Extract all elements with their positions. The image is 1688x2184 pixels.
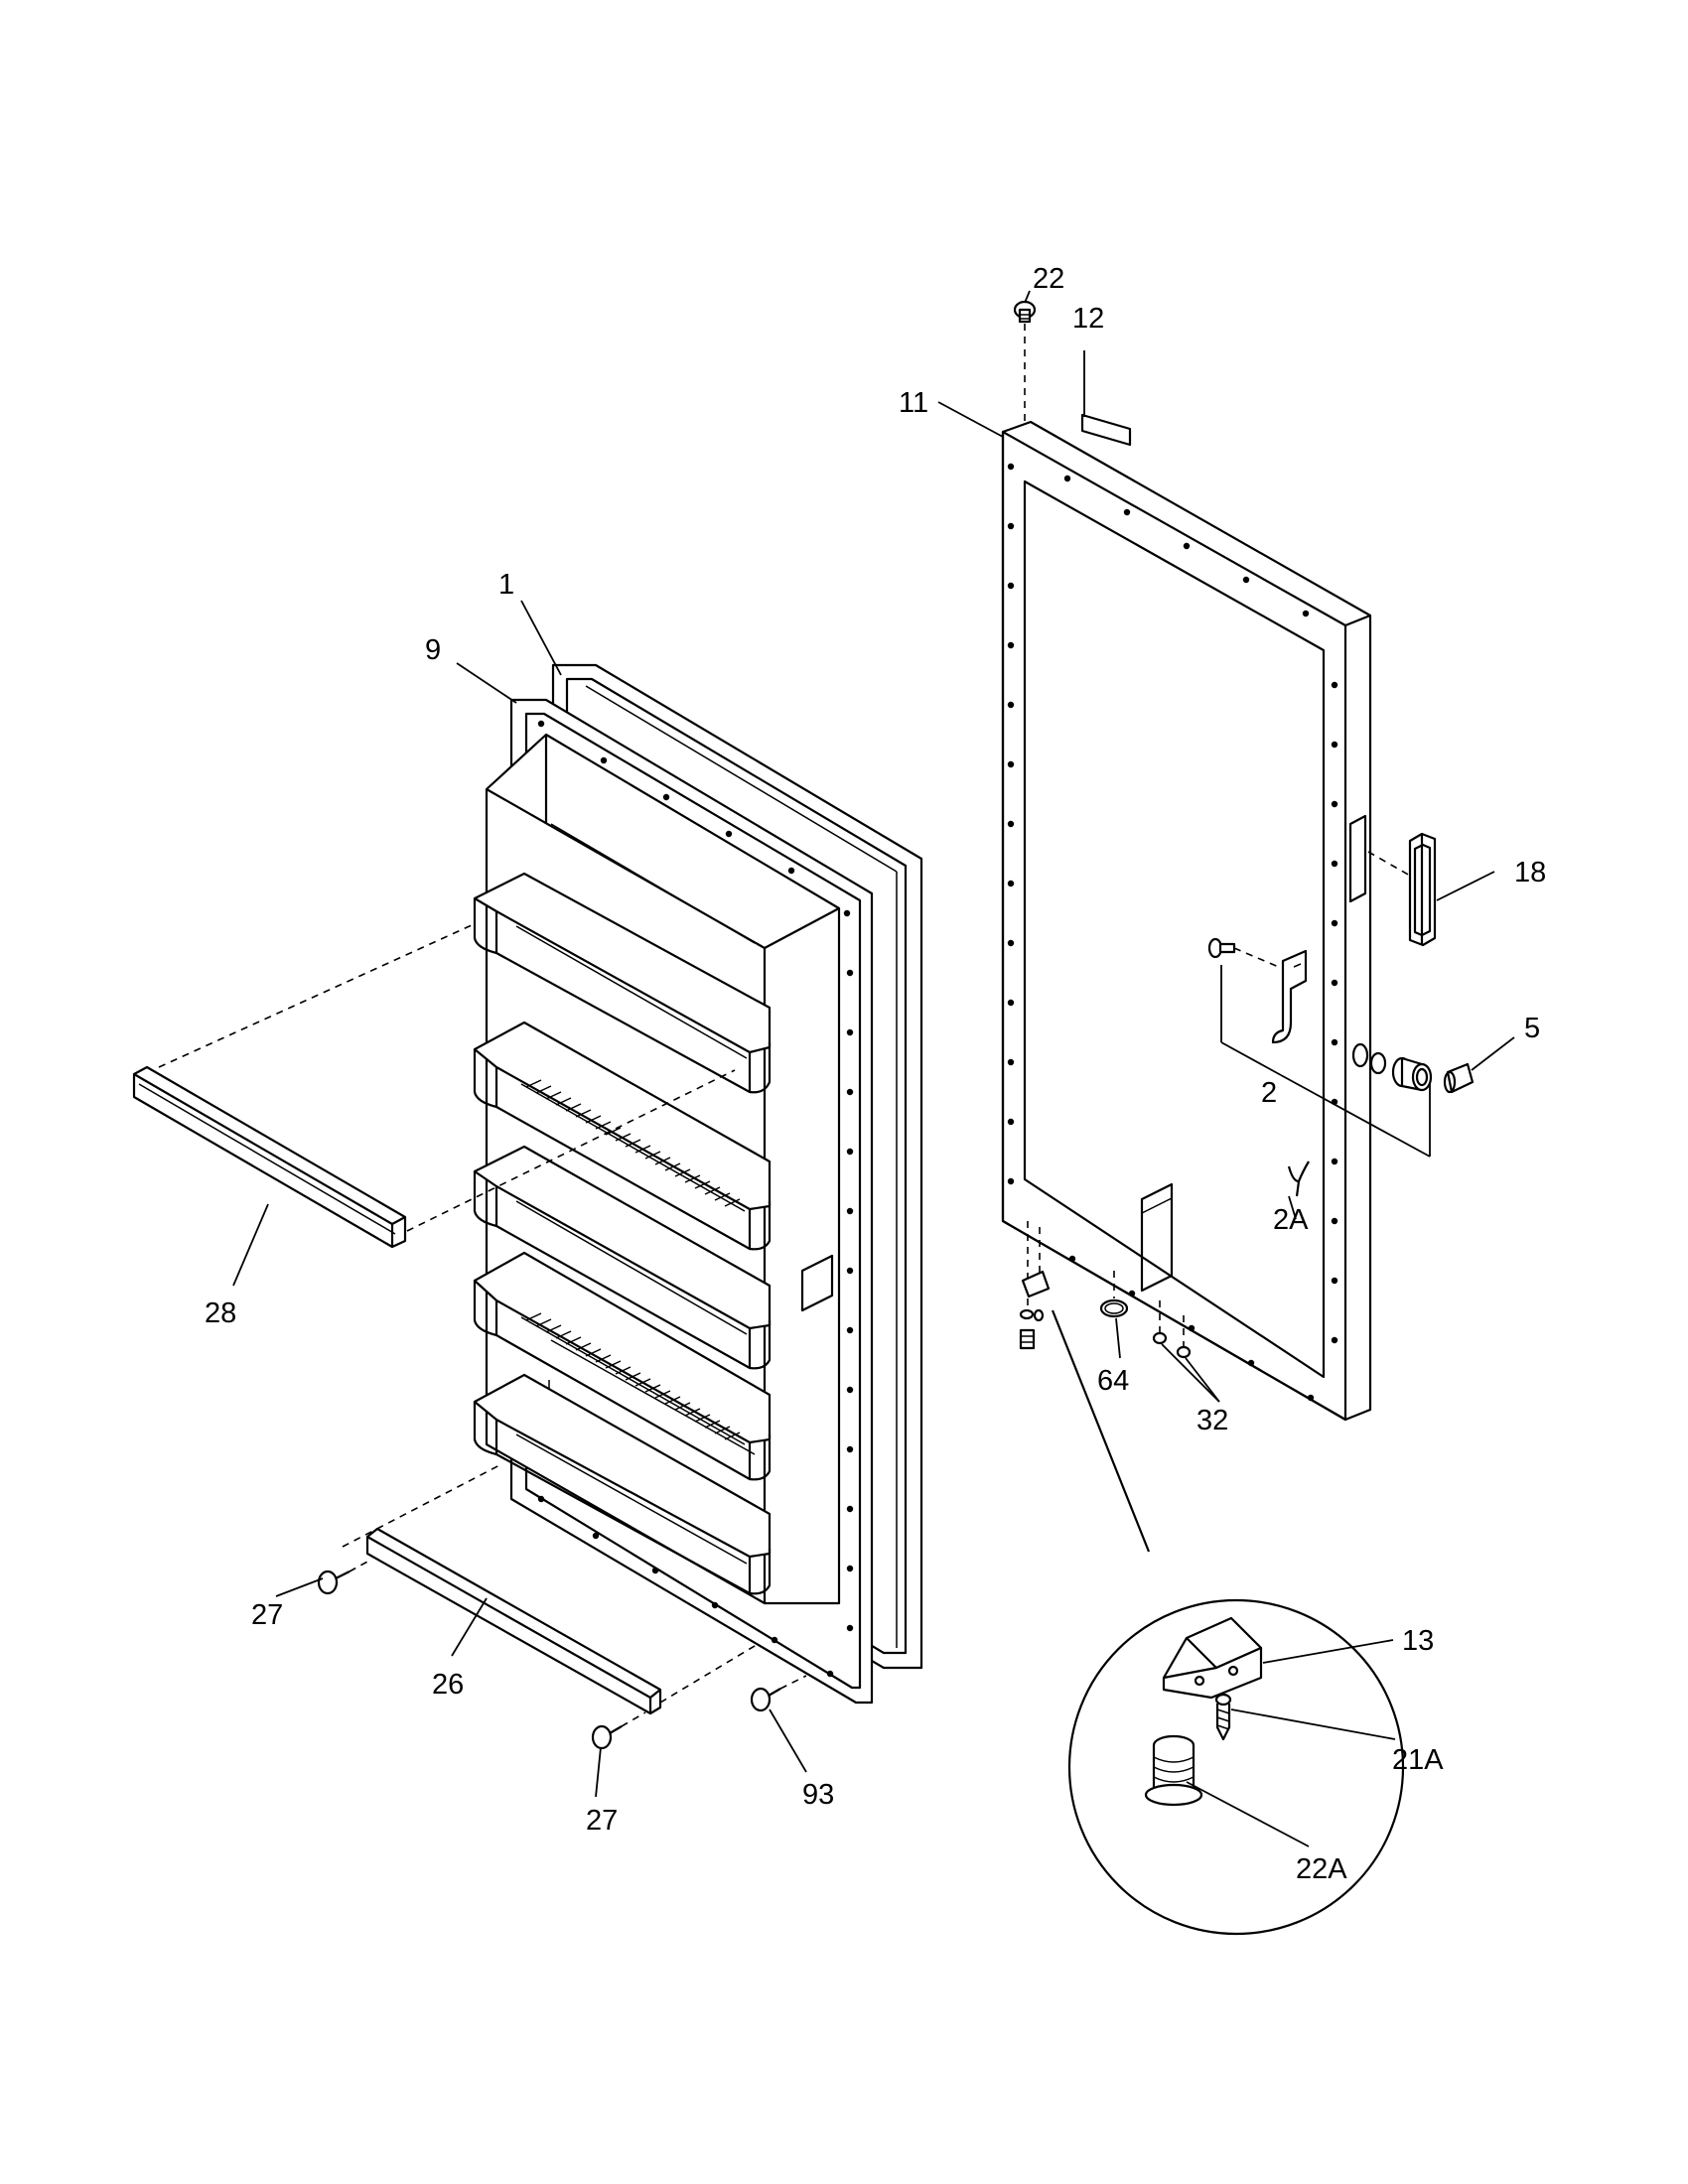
label-part-9: 9 xyxy=(425,634,441,666)
rail-28-guide-top xyxy=(158,924,473,1068)
label-part-12: 12 xyxy=(1072,303,1104,335)
hinge-detail-view xyxy=(1067,1598,1405,1936)
leader-lines xyxy=(232,290,1515,1847)
bottom-hinge-parts xyxy=(1019,1221,1051,1350)
label-part-5: 5 xyxy=(1524,1013,1540,1044)
plugs-part-32 xyxy=(1152,1300,1192,1359)
screw-part-27-lower xyxy=(591,1724,623,1750)
label-part-28: 28 xyxy=(205,1297,236,1329)
handle-part-18 xyxy=(1408,832,1437,947)
label-part-21A: 21A xyxy=(1392,1744,1444,1776)
door-shelves xyxy=(473,872,772,1595)
lock-cylinder-part-5 xyxy=(1369,1051,1475,1094)
label-part-27-lower: 27 xyxy=(586,1805,618,1837)
lock-strike-part-2 xyxy=(1207,937,1431,1158)
label-part-2A: 2A xyxy=(1273,1204,1309,1236)
label-part-22A: 22A xyxy=(1296,1853,1347,1885)
part-labels: 1 9 28 27 26 27 93 22 12 11 18 5 2 2A 64… xyxy=(205,263,1546,1885)
washer-part-64 xyxy=(1099,1298,1129,1318)
rail-26-guide-bottom xyxy=(659,1642,761,1704)
lock-hole xyxy=(1351,1042,1369,1068)
label-part-93: 93 xyxy=(802,1779,834,1811)
label-part-1: 1 xyxy=(498,569,514,601)
flange-screw-holes xyxy=(537,720,854,1678)
label-part-22: 22 xyxy=(1033,263,1064,295)
label-part-11: 11 xyxy=(899,387,928,419)
label-part-2: 2 xyxy=(1261,1077,1277,1109)
label-part-27-upper: 27 xyxy=(251,1599,283,1631)
shelf-grille-2 xyxy=(520,1079,746,1212)
detail-pointer-line xyxy=(1051,1309,1151,1553)
door-liner-assembly xyxy=(132,663,923,1750)
handle-slot xyxy=(1348,814,1367,903)
shelf-bin-4 xyxy=(473,1251,772,1481)
label-part-64: 64 xyxy=(1097,1365,1129,1397)
screw-part-21A xyxy=(1214,1693,1232,1741)
label-part-26: 26 xyxy=(432,1669,464,1701)
outer-door-part-11 xyxy=(1001,420,1372,1422)
label-part-12 xyxy=(1080,413,1132,447)
lock-clip-part-2A xyxy=(1287,1160,1310,1197)
label-part-32: 32 xyxy=(1196,1405,1228,1436)
screw-part-27-upper xyxy=(317,1570,351,1595)
bottom-slot xyxy=(1140,1182,1174,1293)
rail-28-guide-bottom xyxy=(406,1069,736,1232)
hinge-screw-part-22 xyxy=(1013,300,1037,324)
shelf-bin-3 xyxy=(473,1145,772,1370)
screw-part-93 xyxy=(750,1687,781,1712)
door-edge-holes xyxy=(1007,463,1338,1402)
rail-26-guide-top xyxy=(342,1463,502,1548)
shelf-bin-2 xyxy=(473,1021,772,1251)
outer-door-assembly xyxy=(1001,300,1475,1553)
hinge-bracket-part-13 xyxy=(1162,1616,1263,1700)
shelf-bin-1 xyxy=(473,872,772,1094)
label-part-13: 13 xyxy=(1402,1625,1434,1657)
label-part-18: 18 xyxy=(1514,857,1546,888)
shelf-bin-5 xyxy=(473,1373,772,1595)
shelf-rail-part-28 xyxy=(132,1065,407,1249)
shelf-grille-4 xyxy=(520,1312,746,1445)
leveling-screw-part-22A xyxy=(1144,1734,1203,1807)
